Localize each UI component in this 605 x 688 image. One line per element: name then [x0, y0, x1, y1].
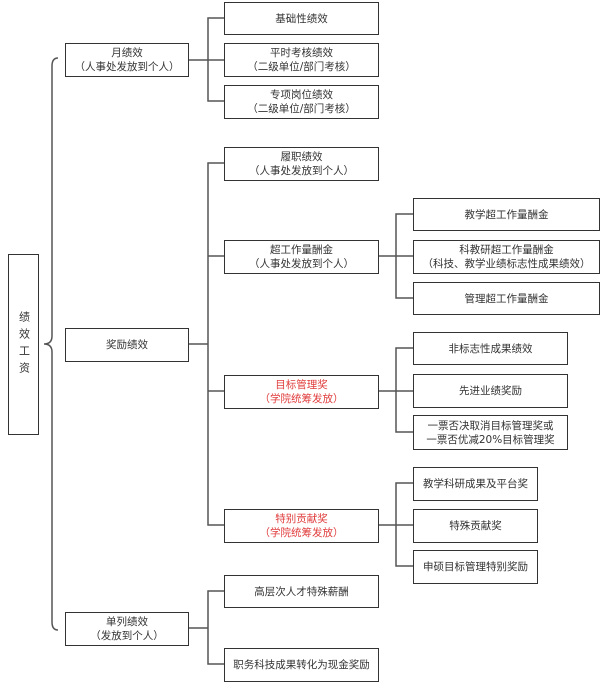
node-title: 履职绩效	[280, 151, 323, 163]
node-advanced-achievement-award: 先进业绩奖励	[413, 374, 568, 408]
node-title: 科教研超工作量酬金	[459, 244, 554, 256]
node-overload-pay: 超工作量酬金 （人事处发放到个人）	[224, 240, 379, 274]
node-special-post: 专项岗位绩效 （二级单位/部门考核）	[224, 85, 379, 119]
node-duty-performance: 履职绩效 （人事处发放到个人）	[224, 147, 379, 181]
node-subtitle: （学院统筹发放）	[259, 527, 344, 539]
node-target-management-award: 目标管理奖 （学院统筹发放）	[224, 375, 379, 409]
node-subtitle: （人事处发放到个人）	[249, 165, 354, 177]
node-subtitle: （发放到个人）	[90, 630, 164, 642]
node-title: 职务科技成果转化为现金奖励	[233, 659, 370, 671]
node-high-level-talent-pay: 高层次人才特殊薪酬	[224, 575, 379, 608]
node-separate-performance: 单列绩效 （发放到个人）	[65, 612, 189, 646]
node-title: 基础性绩效	[275, 12, 328, 25]
node-title: 管理超工作量酬金	[464, 292, 549, 305]
node-management-overload: 管理超工作量酬金	[413, 282, 600, 315]
node-title: 申硕目标管理特别奖励	[423, 561, 528, 573]
brace	[43, 57, 59, 631]
node-title: 专项岗位绩效	[270, 89, 333, 101]
node-title: 教学超工作量酬金	[464, 208, 549, 221]
node-title: 平时考核绩效	[270, 47, 333, 59]
node-title: 超工作量酬金	[270, 244, 333, 256]
node-subtitle: 一票否优减20%目标管理奖	[426, 433, 555, 446]
root-node: 绩效工资	[8, 254, 39, 435]
node-title: 一票否决取消目标管理奖或	[427, 419, 554, 432]
node-title: 奖励绩效	[106, 339, 148, 351]
node-non-landmark-performance: 非标志性成果绩效	[413, 332, 568, 365]
node-title: 特殊贡献奖	[449, 520, 502, 532]
node-title: 教学科研成果及平台奖	[423, 478, 528, 490]
root-label: 绩效工资	[17, 310, 31, 379]
node-research-overload: 科教研超工作量酬金 （科技、教学业绩标志性成果绩效）	[413, 240, 600, 274]
node-title: 特别贡献奖	[275, 513, 328, 525]
node-title: 月绩效	[111, 47, 143, 59]
node-teaching-overload: 教学超工作量酬金	[413, 198, 600, 231]
node-teaching-research-platform-award: 教学科研成果及平台奖	[413, 467, 538, 501]
node-veto-rule: 一票否决取消目标管理奖或 一票否优减20%目标管理奖	[413, 415, 568, 450]
node-subtitle: （人事处发放到个人）	[74, 61, 180, 73]
node-subtitle: （二级单位/部门考核）	[247, 103, 356, 115]
node-title: 先进业绩奖励	[459, 385, 522, 397]
node-title: 高层次人才特殊薪酬	[254, 585, 349, 598]
node-special-contribution-award: 特别贡献奖 （学院统筹发放）	[224, 509, 379, 543]
node-title: 单列绩效	[106, 616, 148, 628]
node-monthly-performance: 月绩效 （人事处发放到个人）	[65, 43, 189, 77]
node-tech-transfer-award: 职务科技成果转化为现金奖励	[224, 648, 379, 682]
node-subtitle: （科技、教学业绩标志性成果绩效）	[422, 258, 591, 270]
node-master-program-award: 申硕目标管理特别奖励	[413, 550, 538, 584]
node-basic-performance: 基础性绩效	[224, 2, 379, 35]
node-title: 非标志性成果绩效	[448, 342, 533, 355]
node-subtitle: （二级单位/部门考核）	[247, 61, 356, 73]
node-reward-performance: 奖励绩效	[65, 328, 189, 362]
node-title: 目标管理奖	[275, 379, 328, 391]
node-subtitle: （学院统筹发放）	[259, 393, 344, 405]
node-subtitle: （人事处发放到个人）	[249, 258, 354, 270]
node-special-contribution: 特殊贡献奖	[413, 509, 538, 543]
node-routine-assessment: 平时考核绩效 （二级单位/部门考核）	[224, 43, 379, 77]
